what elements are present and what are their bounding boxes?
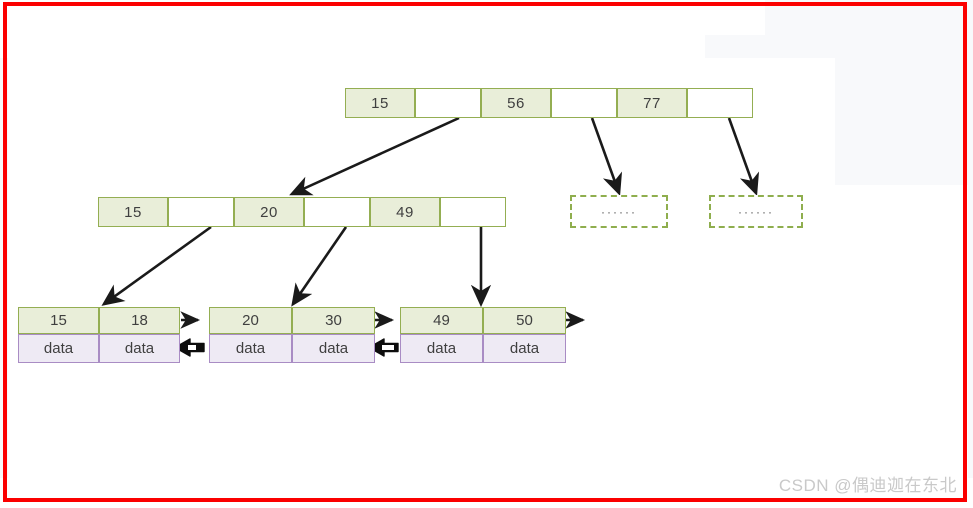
- leaf-1-key-1[interactable]: 18: [99, 307, 180, 334]
- internal-pointer-2[interactable]: [440, 197, 506, 227]
- internal-pointer-1[interactable]: [304, 197, 370, 227]
- background-band-right: [835, 185, 968, 478]
- leaf-1-data-1[interactable]: data: [99, 334, 180, 363]
- leaf-node-2-values: data data: [209, 334, 375, 363]
- leaf-node-3-values: data data: [400, 334, 566, 363]
- root-key-2[interactable]: 77: [617, 88, 687, 118]
- background-band-top2: [0, 35, 705, 58]
- internal-node[interactable]: 15 20 49: [98, 197, 506, 227]
- root-pointer-1[interactable]: [551, 88, 617, 118]
- internal-key-2[interactable]: 49: [370, 197, 440, 227]
- leaf-node-2-keys: 20 30: [209, 307, 375, 334]
- edge-root-to-placeholder-middle: [590, 117, 623, 196]
- leaf-node-1[interactable]: 15 18 data data: [18, 307, 180, 363]
- leaf-2-key-1[interactable]: 30: [292, 307, 375, 334]
- internal-key-1[interactable]: 20: [234, 197, 304, 227]
- leaf-node-2[interactable]: 20 30 data data: [209, 307, 375, 363]
- root-key-1[interactable]: 56: [481, 88, 551, 118]
- edge-internal-to-leaf-1: [101, 225, 212, 306]
- root-pointer-0[interactable]: [415, 88, 481, 118]
- edge-root-to-placeholder-right: [727, 117, 760, 196]
- leaf-2-key-0[interactable]: 20: [209, 307, 292, 334]
- root-pointer-2[interactable]: [687, 88, 753, 118]
- leaf-node-1-values: data data: [18, 334, 180, 363]
- placeholder-subtree-right[interactable]: ······: [709, 195, 803, 228]
- edge-root-to-internal: [289, 116, 460, 196]
- leaf-node-1-keys: 15 18: [18, 307, 180, 334]
- leaf-1-key-0[interactable]: 15: [18, 307, 99, 334]
- leaf-1-data-0[interactable]: data: [18, 334, 99, 363]
- leaf-2-data-0[interactable]: data: [209, 334, 292, 363]
- root-node[interactable]: 15 56 77: [345, 88, 753, 118]
- leaf-3-data-1[interactable]: data: [483, 334, 566, 363]
- leaf-node-3-keys: 49 50: [400, 307, 566, 334]
- leaf-2-data-1[interactable]: data: [292, 334, 375, 363]
- internal-pointer-0[interactable]: [168, 197, 234, 227]
- leaf-3-key-1[interactable]: 50: [483, 307, 566, 334]
- background-band-bottom: [0, 478, 973, 508]
- leaf-node-3[interactable]: 49 50 data data: [400, 307, 566, 363]
- internal-key-0[interactable]: 15: [98, 197, 168, 227]
- edge-internal-to-leaf-2: [291, 226, 348, 307]
- root-key-0[interactable]: 15: [345, 88, 415, 118]
- leaf-3-data-0[interactable]: data: [400, 334, 483, 363]
- csdn-watermark: CSDN @偶迪迦在东北: [778, 476, 957, 495]
- placeholder-subtree-middle[interactable]: ······: [570, 195, 668, 228]
- leaf-3-key-0[interactable]: 49: [400, 307, 483, 334]
